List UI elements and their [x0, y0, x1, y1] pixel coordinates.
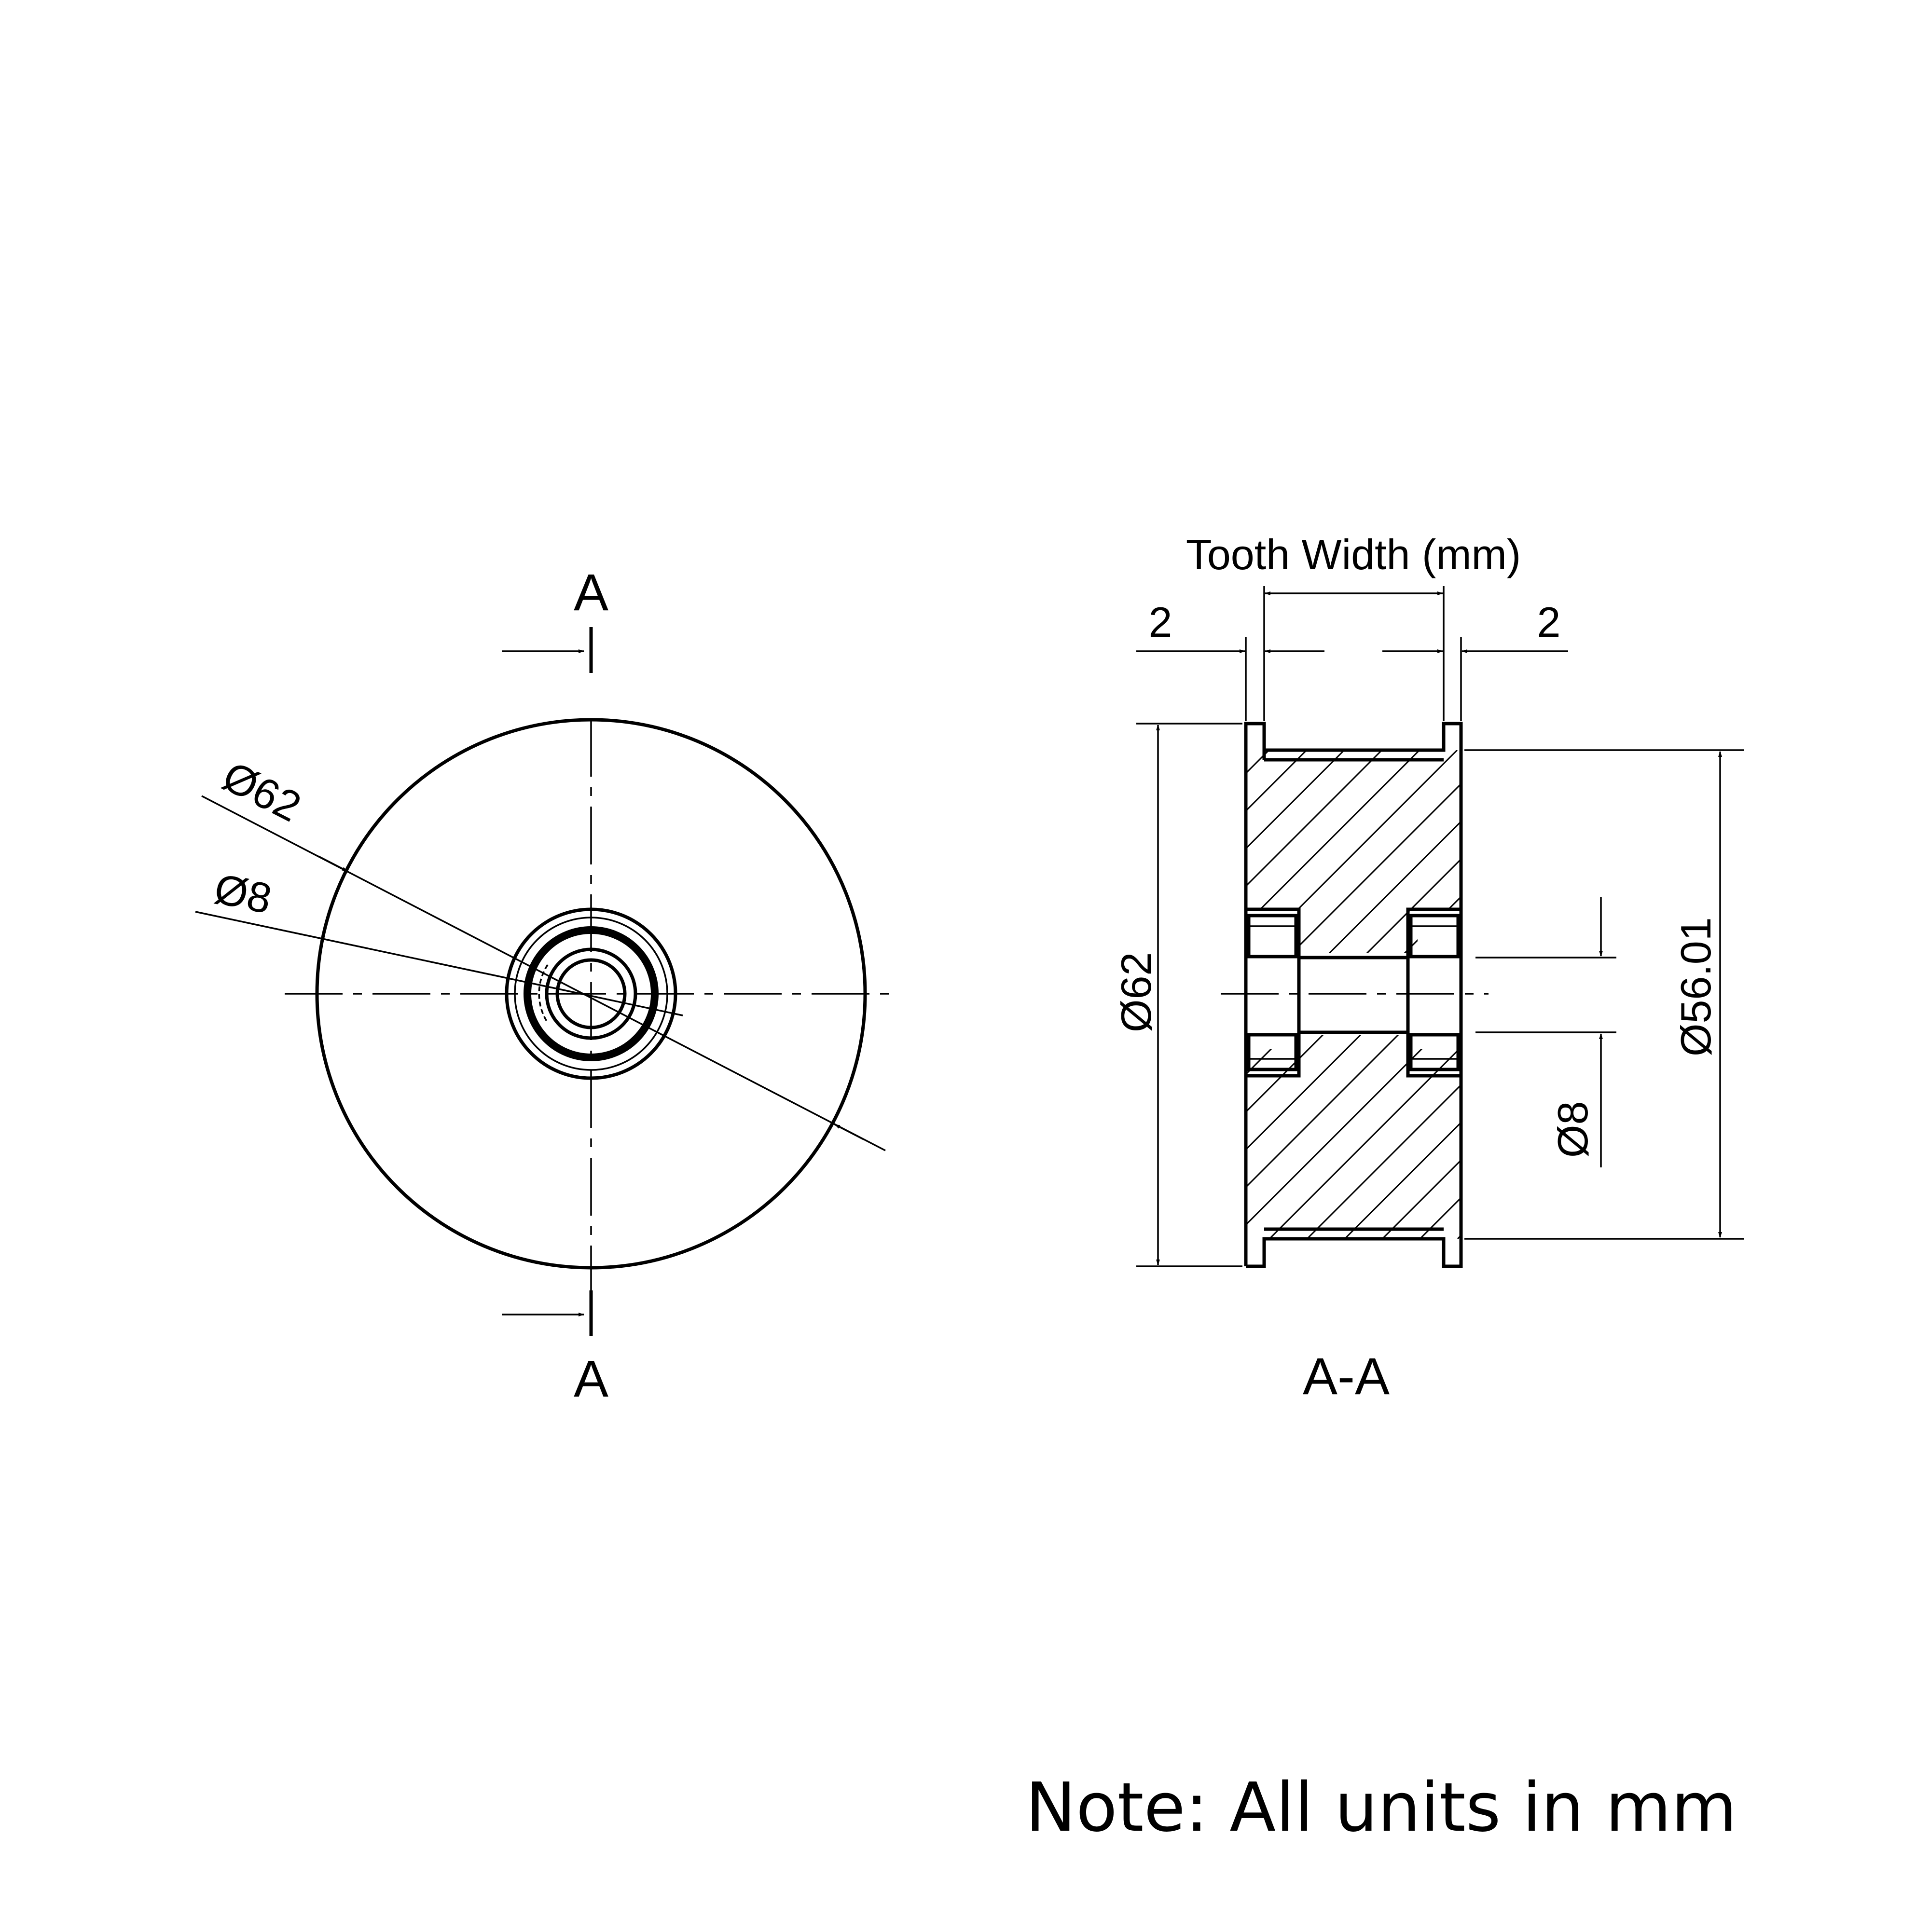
bearing-right	[1406, 907, 1463, 1078]
outer-diameter-arrow-1	[318, 855, 348, 872]
bore-diameter-label: Ø8	[210, 864, 276, 923]
outer-diameter-label: Ø62	[215, 752, 308, 831]
hatch-line	[1246, 750, 1383, 1239]
bore-diameter-leader	[195, 911, 683, 1016]
outer-diameter-arrow-2	[834, 1124, 864, 1140]
section-title: A-A	[1303, 1347, 1390, 1405]
section-bore-diameter-label: Ø8	[1549, 1101, 1597, 1158]
root-diameter-label: Ø56.01	[1672, 917, 1720, 1056]
hatch-line	[1381, 750, 1461, 1239]
bearing-left-top-ring	[1247, 914, 1298, 959]
hatch-line	[366, 750, 855, 1239]
front-view: A A Ø62 Ø8	[195, 563, 893, 1408]
section-mark-top: A	[574, 563, 608, 621]
section-outer-diameter-label: Ø62	[1112, 952, 1160, 1032]
hatch-line	[1246, 750, 1420, 1239]
bearing-right-bottom-ring	[1409, 1033, 1460, 1071]
hatch-line	[1268, 750, 1461, 1239]
hatch-line	[630, 750, 1118, 1239]
outer-diameter-leader	[201, 795, 886, 1151]
hatch-line	[1533, 750, 1930, 1239]
hatch-line	[1246, 750, 1458, 1239]
bearing-right-top-ring	[1409, 914, 1460, 959]
section-hatching	[366, 750, 1930, 1239]
hatch-line	[1306, 750, 1461, 1239]
tooth-width-label: Tooth Width (mm)	[1186, 531, 1521, 578]
flange-right-label: 2	[1537, 598, 1561, 646]
hatch-line	[1419, 750, 1461, 1239]
hatch-line	[1344, 750, 1461, 1239]
flange-left-label: 2	[1149, 598, 1172, 646]
section-view: Tooth Width (mm) 2 2 Ø62 Ø56.01 Ø8 A-A	[366, 531, 1930, 1405]
hatch-line	[1246, 750, 1345, 1239]
pulley-outline	[1244, 722, 1463, 1268]
units-note: Note: All units in mm	[1025, 1768, 1737, 1847]
hatch-line	[1246, 750, 1461, 1239]
bearing-left	[1244, 907, 1301, 1078]
ball-track-arc-2	[645, 966, 657, 1026]
section-mark-bottom: A	[574, 1349, 608, 1408]
bearing-left-bottom-ring	[1247, 1033, 1298, 1071]
